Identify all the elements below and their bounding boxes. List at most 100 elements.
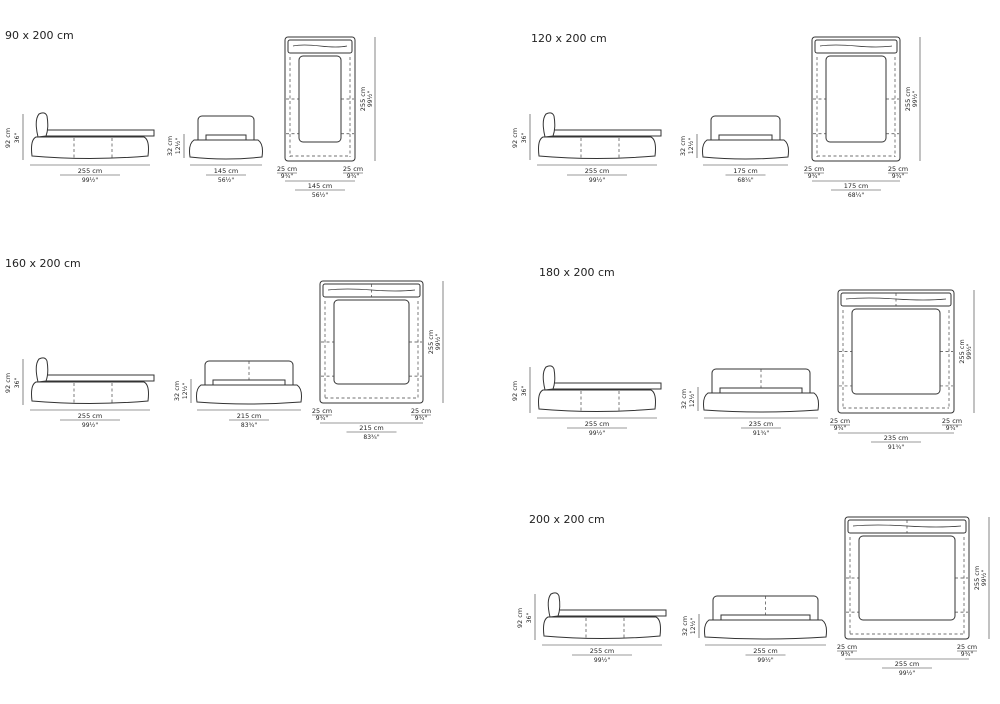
bed-base [543, 616, 661, 639]
plan-length-cm: 255 cm [427, 330, 435, 354]
right-edge-inch: 9¾" [347, 173, 360, 180]
front-height-cm: 32 cm [681, 616, 689, 636]
front-height-inch: 12½" [690, 618, 697, 634]
right-edge-inch: 9¾" [961, 651, 974, 658]
plan-length-cm: 255 cm [904, 87, 912, 111]
mattress [552, 382, 662, 390]
bed-base-front [196, 384, 302, 405]
front-height-inch: 12½" [688, 138, 695, 154]
height-inch: 36" [521, 133, 528, 144]
size-title: 90 x 200 cm [5, 29, 74, 42]
headboard-top [814, 39, 898, 54]
front-width-inch: 83¾" [241, 422, 257, 429]
size-title: 160 x 200 cm [5, 257, 81, 270]
headboard-cushion [547, 592, 561, 618]
right-edge-inch: 9¾" [415, 415, 428, 422]
height-cm: 92 cm [4, 128, 12, 148]
headboard-cushion [35, 112, 49, 138]
headboard-seam [292, 44, 348, 48]
front-width-inch: 91¾" [753, 430, 769, 437]
left-edge-inch: 9¾" [808, 173, 821, 180]
plan-length-cm: 255 cm [958, 339, 966, 363]
right-edge-cm: 25 cm [957, 643, 977, 651]
size-title: 200 x 200 cm [529, 513, 605, 526]
side-length-inch: 99½" [589, 430, 605, 437]
mattress-front [718, 134, 773, 141]
bed-base [538, 389, 656, 412]
plan-length-inch: 99½" [981, 570, 988, 586]
front-width-cm: 255 cm [753, 647, 777, 655]
mattress-front [720, 614, 811, 621]
plan-length-cm: 255 cm [973, 566, 981, 590]
right-edge-cm: 25 cm [411, 407, 431, 415]
left-edge-cm: 25 cm [277, 165, 297, 173]
mattress-top [333, 299, 410, 385]
mattress-top [851, 308, 941, 395]
bed-base-front [704, 619, 827, 640]
bed-base [31, 136, 149, 159]
height-inch: 36" [14, 378, 21, 389]
right-edge-cm: 25 cm [888, 165, 908, 173]
bed-base [538, 136, 656, 159]
height-inch: 36" [526, 613, 533, 624]
left-edge-inch: 9¾" [834, 425, 847, 432]
height-inch: 36" [14, 133, 21, 144]
plan-width-inch: 83¾" [363, 434, 379, 441]
bed-base [31, 381, 149, 404]
headboard-cushion [542, 365, 556, 391]
front-width-inch: 56½" [218, 177, 234, 184]
mattress-top [298, 55, 342, 143]
plan-length-inch: 99½" [367, 91, 374, 107]
plan-width-cm: 255 cm [895, 660, 919, 668]
left-edge-inch: 9¾" [316, 415, 329, 422]
plan-width-inch: 91¾" [888, 444, 904, 451]
front-height-cm: 32 cm [173, 381, 181, 401]
left-edge-inch: 9¾" [281, 173, 294, 180]
left-edge-cm: 25 cm [804, 165, 824, 173]
front-width-cm: 175 cm [733, 167, 757, 175]
front-height-cm: 32 cm [680, 389, 688, 409]
plan-width-cm: 215 cm [359, 424, 383, 432]
bed-base-front [702, 139, 789, 160]
headboard-cushion [35, 357, 49, 383]
left-edge-cm: 25 cm [830, 417, 850, 425]
plan-width-inch: 56½" [312, 192, 328, 199]
height-cm: 92 cm [511, 381, 519, 401]
front-width-inch: 99½" [757, 657, 773, 664]
front-width-cm: 235 cm [749, 420, 773, 428]
front-height-inch: 12½" [175, 138, 182, 154]
headboard-cushion [542, 112, 556, 138]
size-title: 120 x 200 cm [531, 32, 607, 45]
side-length-inch: 99½" [594, 657, 610, 664]
front-height-inch: 12½" [689, 391, 696, 407]
plan-width-cm: 235 cm [884, 434, 908, 442]
headboard-seam [819, 44, 893, 48]
right-edge-cm: 25 cm [942, 417, 962, 425]
mattress [557, 609, 667, 617]
plan-length-cm: 255 cm [359, 87, 367, 111]
headboard-top [287, 39, 353, 54]
height-cm: 92 cm [516, 608, 524, 628]
height-cm: 92 cm [511, 128, 519, 148]
height-inch: 36" [521, 386, 528, 397]
bed-base-front [189, 139, 263, 160]
plan-width-cm: 145 cm [308, 182, 332, 190]
plan-width-cm: 175 cm [844, 182, 868, 190]
side-length-inch: 99½" [82, 177, 98, 184]
size-title: 180 x 200 cm [539, 266, 615, 279]
